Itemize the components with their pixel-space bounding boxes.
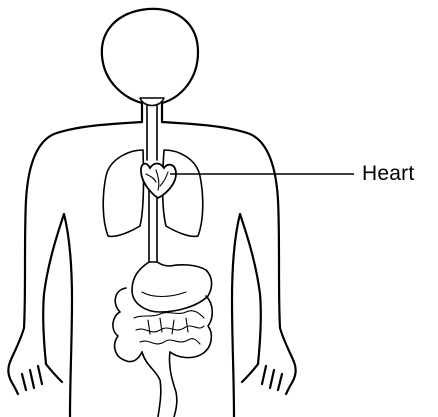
intestines <box>113 288 212 417</box>
heart-label: Heart <box>362 162 414 186</box>
body-outline <box>8 9 295 417</box>
esophagus <box>149 190 157 262</box>
heart-organ <box>141 164 176 199</box>
stomach <box>132 262 212 312</box>
